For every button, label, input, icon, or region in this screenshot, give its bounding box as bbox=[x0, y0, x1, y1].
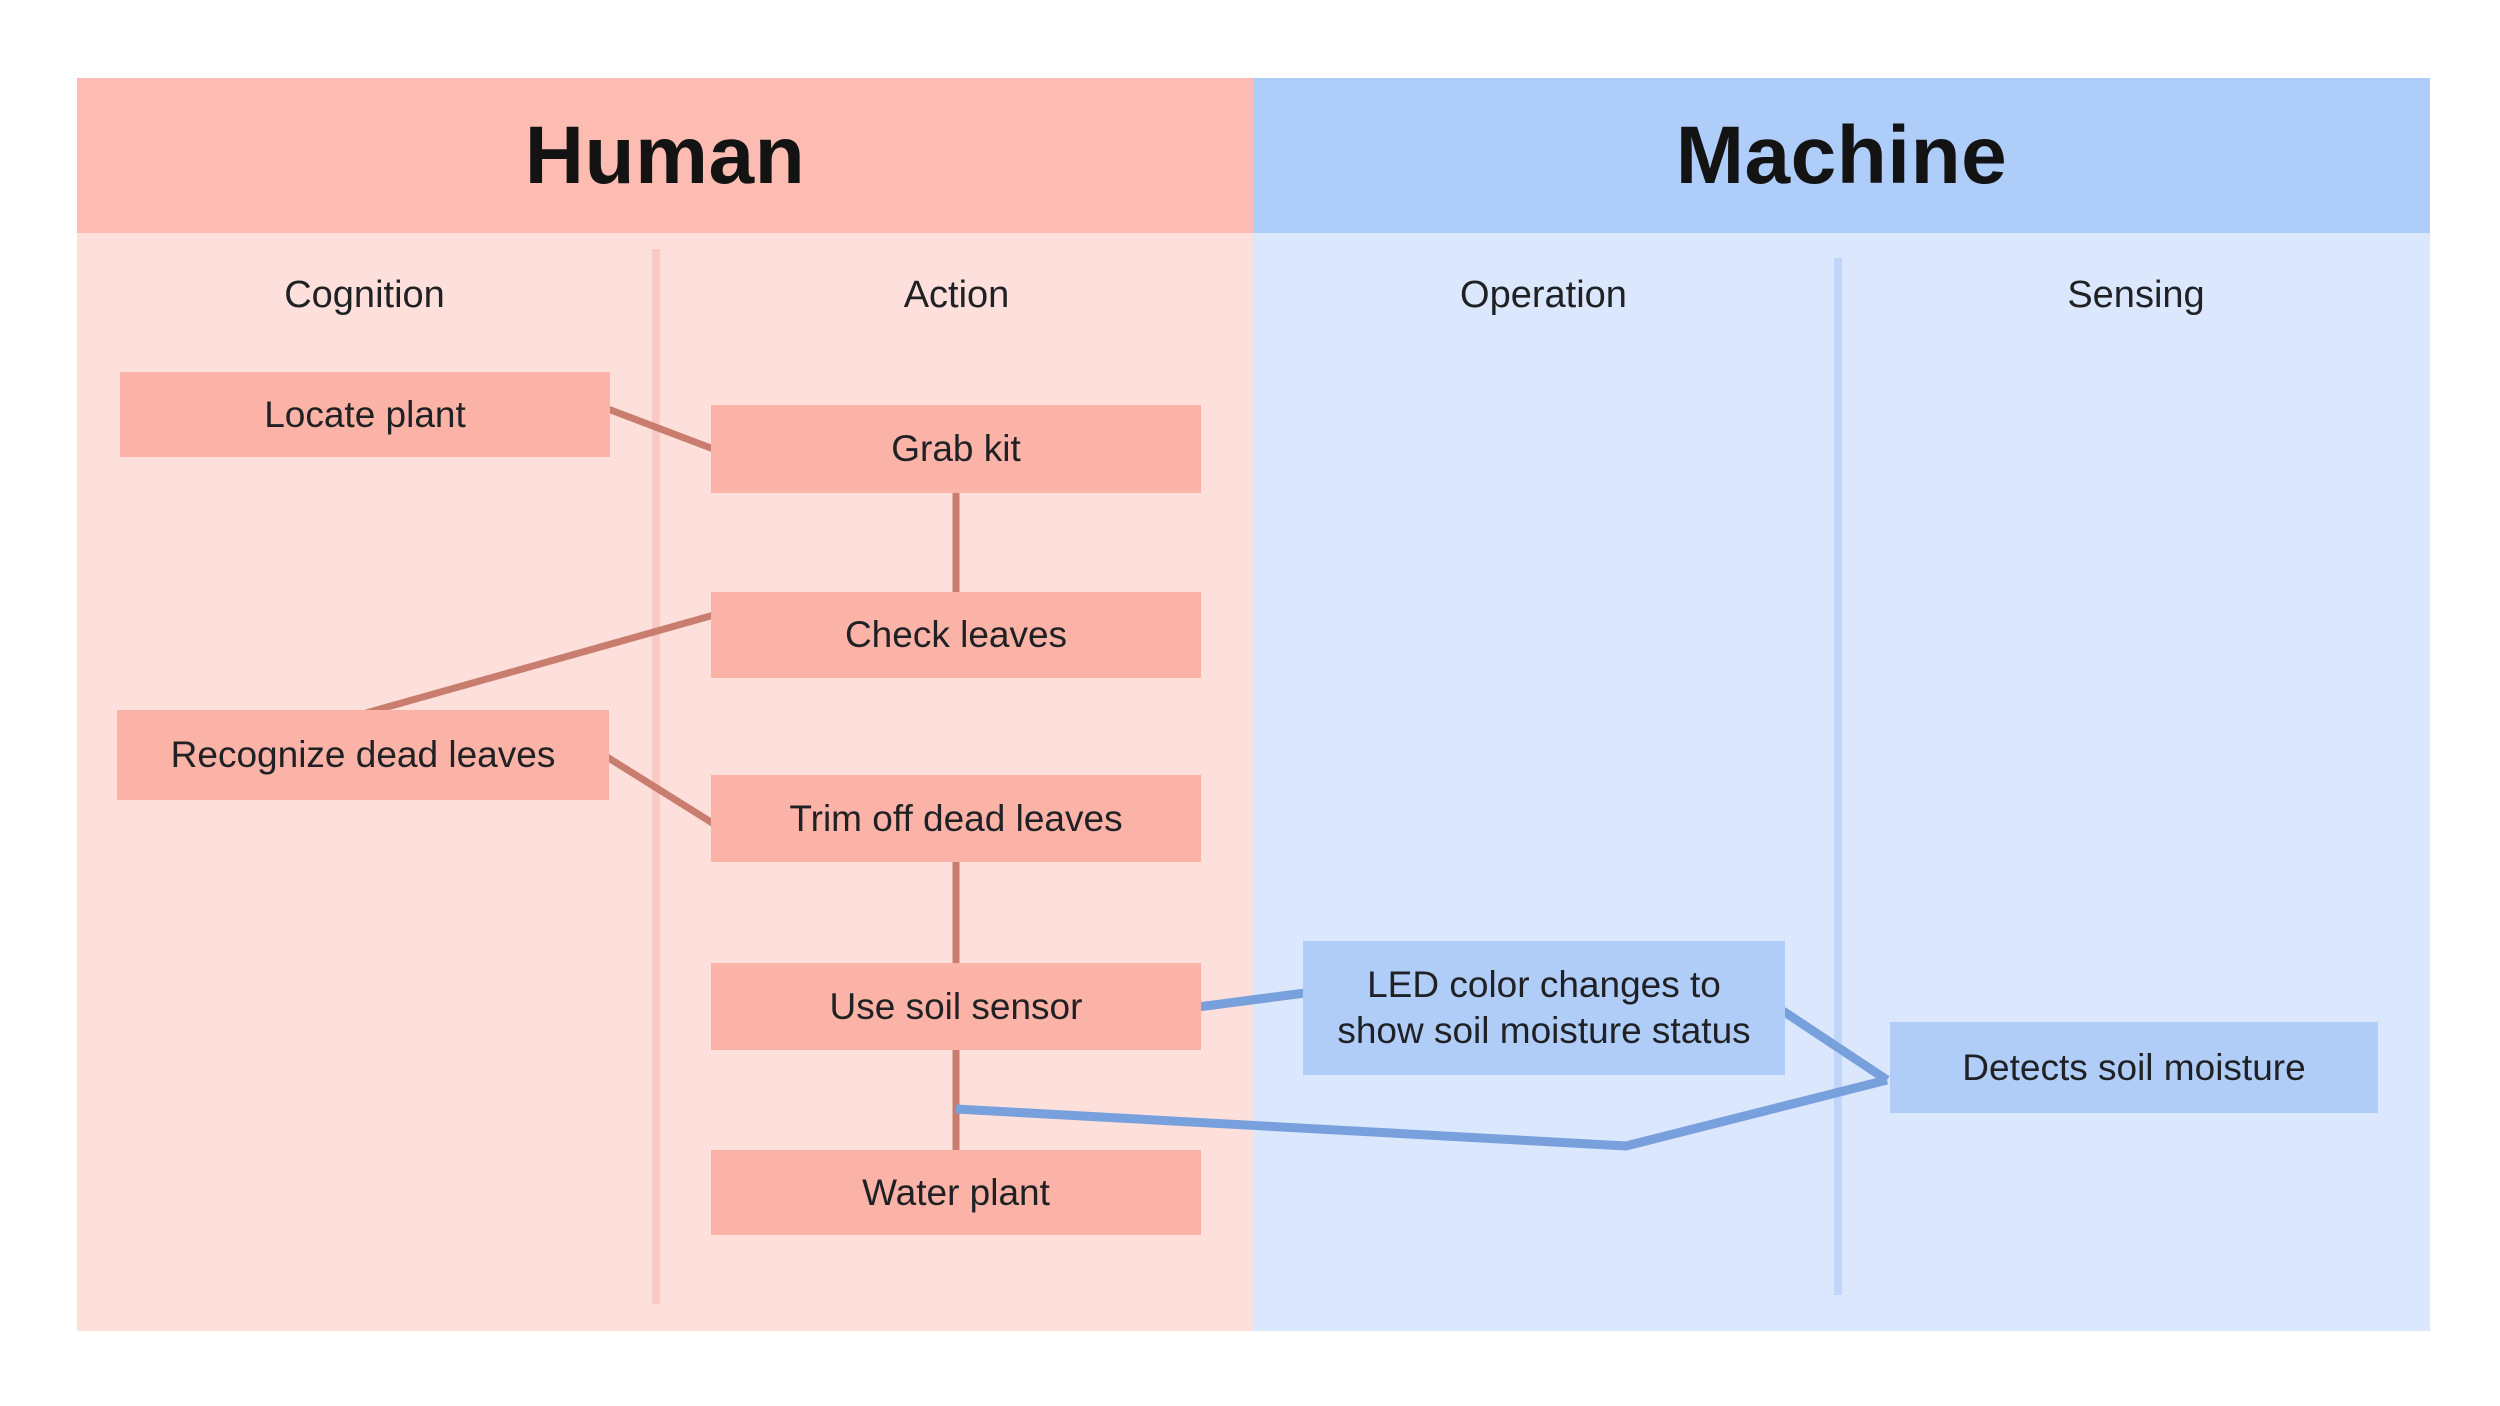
lane-label-sensing: Sensing bbox=[2067, 273, 2205, 316]
machine-section-header: Machine bbox=[1253, 78, 2430, 233]
operation-sensing-divider bbox=[1834, 258, 1842, 1295]
human-section-header: Human bbox=[77, 78, 1253, 233]
node-grab-kit-label: Grab kit bbox=[891, 428, 1021, 469]
node-led-color-changes-line2: show soil moisture status bbox=[1337, 1010, 1751, 1051]
connector-check-leaves-recognize-dead-leaves bbox=[365, 611, 715, 717]
node-locate-plant-label: Locate plant bbox=[264, 393, 466, 435]
cognition-action-divider bbox=[652, 249, 660, 1304]
lane-label-action: Action bbox=[903, 273, 1010, 316]
human-section-title: Human bbox=[524, 109, 806, 201]
node-detects-soil-moisture: Detects soil moisture bbox=[1890, 1022, 2378, 1113]
node-use-soil-sensor: Use soil sensor bbox=[711, 963, 1201, 1050]
node-water-plant-label: Water plant bbox=[862, 1171, 1050, 1213]
node-recognize-dead-leaves: Recognize dead leaves bbox=[117, 710, 609, 800]
connector-use-soil-sensor-branch-detects-soil-moisture bbox=[955, 1075, 1889, 1151]
connector-recognize-dead-leaves-trim-off-dead-leaves bbox=[605, 754, 716, 827]
node-led-color-changes-label: LED color changes to show soil moisture … bbox=[1337, 962, 1750, 1054]
node-check-leaves: Check leaves bbox=[711, 592, 1201, 678]
lane-label-cognition: Cognition bbox=[284, 273, 445, 316]
node-detects-soil-moisture-label: Detects soil moisture bbox=[1962, 1046, 2306, 1088]
machine-section-title: Machine bbox=[1675, 109, 2008, 201]
node-trim-off-dead-leaves: Trim off dead leaves bbox=[711, 775, 1201, 862]
node-use-soil-sensor-label: Use soil sensor bbox=[829, 985, 1083, 1027]
node-recognize-dead-leaves-label: Recognize dead leaves bbox=[170, 734, 556, 775]
node-water-plant: Water plant bbox=[711, 1150, 1201, 1235]
lane-label-operation: Operation bbox=[1460, 273, 1627, 316]
node-trim-off-dead-leaves-label: Trim off dead leaves bbox=[789, 797, 1123, 839]
node-check-leaves-label: Check leaves bbox=[844, 614, 1068, 655]
node-locate-plant: Locate plant bbox=[120, 372, 610, 457]
connector-locate-plant-grab-kit bbox=[606, 405, 718, 454]
node-led-color-changes: LED color changes to show soil moisture … bbox=[1303, 941, 1785, 1075]
connector-led-color-changes-detects-soil-moisture bbox=[1780, 1007, 1890, 1084]
connector-use-soil-sensor-led-color-changes bbox=[1197, 988, 1306, 1012]
node-led-color-changes-line1: LED color changes to bbox=[1367, 964, 1721, 1005]
node-grab-kit: Grab kit bbox=[711, 405, 1201, 493]
